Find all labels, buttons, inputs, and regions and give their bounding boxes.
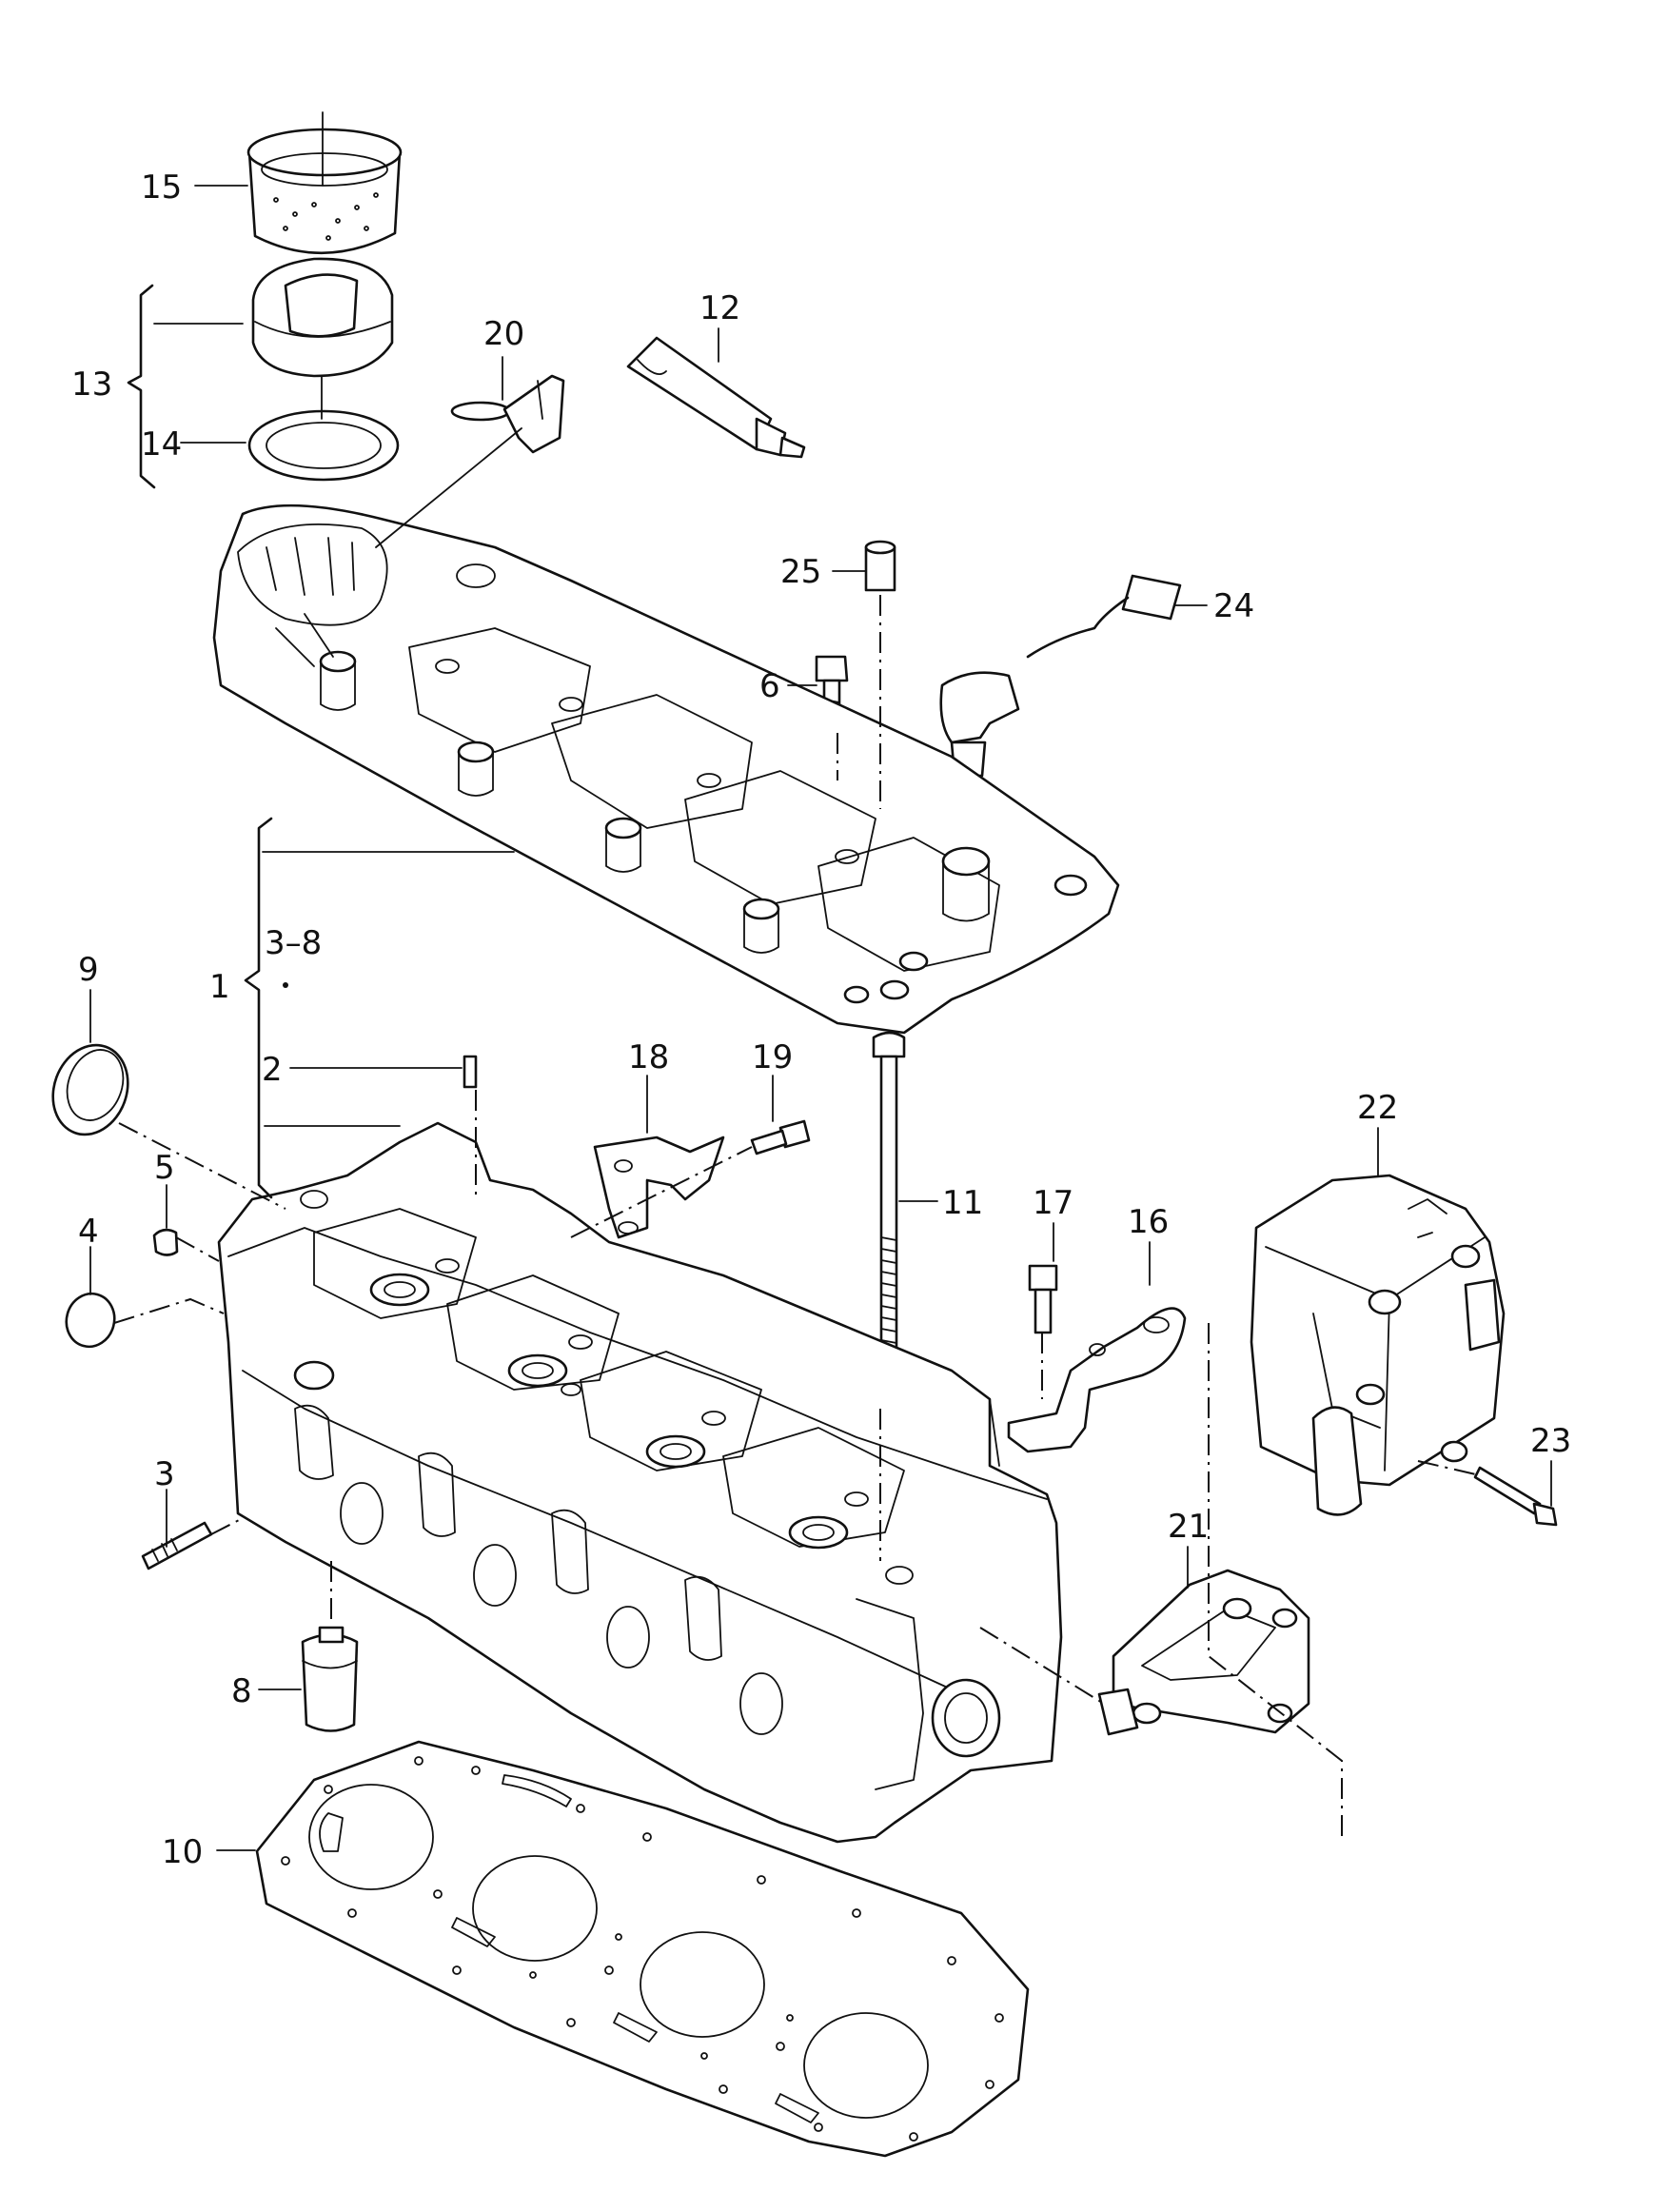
part-2-pin [463, 1055, 478, 1089]
label-1: 1 [209, 968, 230, 1006]
part-3-stud [141, 1521, 213, 1570]
part-22-ignition-coil [1250, 1174, 1506, 1516]
label-19: 19 [752, 1038, 793, 1076]
label-4: 4 [78, 1213, 99, 1251]
part-12-sealant-tube [626, 336, 806, 459]
label-25: 25 [780, 553, 821, 591]
label-2: 2 [262, 1051, 283, 1089]
part-labels: 15 13 14 20 12 25 24 6 3–8 1 9 2 5 4 3 8… [71, 168, 1571, 1871]
label-10: 10 [162, 1833, 203, 1871]
part-13-oil-filler-cap [251, 257, 394, 378]
alignment-lines [113, 595, 1481, 1842]
leader-lines [89, 185, 1552, 1851]
part-25-dowel [864, 540, 896, 592]
label-18: 18 [628, 1038, 669, 1076]
part-4-cap [65, 1292, 116, 1349]
part-9-seal [51, 1043, 129, 1136]
label-12: 12 [699, 289, 740, 327]
part-5-plug [152, 1228, 179, 1256]
part-16-bracket [1007, 1307, 1187, 1453]
label-13: 13 [71, 365, 112, 404]
part-18-bracket [593, 1136, 725, 1239]
part-24-sensor [939, 574, 1182, 778]
valve-cover [212, 504, 1120, 1035]
dot-marker [283, 982, 288, 988]
label-14: 14 [141, 425, 182, 464]
label-23: 23 [1530, 1422, 1571, 1460]
cylinder-head [217, 1121, 1063, 1844]
label-21: 21 [1168, 1508, 1209, 1546]
part-19-bolt [750, 1119, 811, 1155]
label-9: 9 [78, 951, 99, 989]
label-20: 20 [483, 315, 524, 353]
part-11-head-bolt [872, 1031, 906, 1406]
part-20-clip [450, 374, 565, 454]
label-6: 6 [759, 667, 780, 705]
bracket-1 [244, 817, 515, 1199]
part-17-bolt [1028, 1264, 1058, 1334]
part-21-bracket [1097, 1569, 1310, 1736]
part-8-lifter [301, 1626, 359, 1732]
label-3: 3 [154, 1455, 175, 1493]
leader-20 [375, 427, 522, 548]
label-22: 22 [1357, 1089, 1398, 1127]
part-10-head-gasket [255, 1740, 1030, 2158]
label-5: 5 [154, 1149, 175, 1187]
label-15: 15 [141, 168, 182, 207]
label-16: 16 [1128, 1203, 1169, 1241]
part-23-bolt [1473, 1466, 1558, 1527]
label-11: 11 [942, 1184, 983, 1222]
label-8: 8 [231, 1672, 252, 1710]
label-3-8: 3–8 [265, 924, 322, 962]
label-24: 24 [1213, 587, 1254, 625]
bracket-13 [127, 284, 156, 489]
part-15-sleeve [246, 111, 403, 255]
part-14-seal-ring [247, 375, 400, 482]
label-17: 17 [1033, 1184, 1073, 1222]
